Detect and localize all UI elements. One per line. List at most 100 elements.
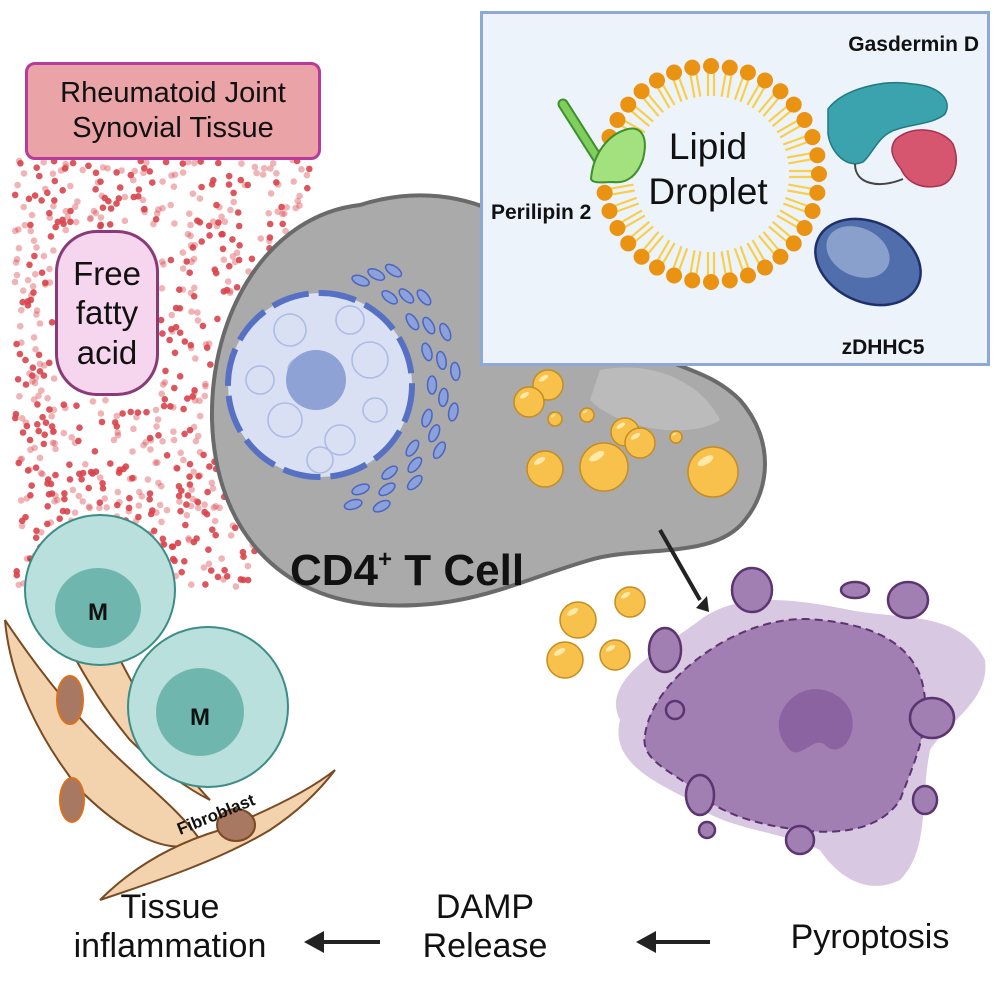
fatty-acid-dot [15, 581, 22, 589]
fatty-acid-dot [127, 171, 135, 179]
fatty-acid-dot [60, 401, 68, 409]
fatty-acid-dot [61, 165, 69, 172]
fatty-acid-dot [221, 566, 228, 574]
fatty-acid-dot [187, 232, 194, 240]
chromatin [245, 305, 389, 474]
fatty-acid-dot [281, 210, 288, 217]
fatty-acid-dot [279, 220, 287, 228]
fatty-acid-dot [135, 513, 142, 521]
fatty-acid-dot [92, 169, 100, 177]
fatty-acid-dot [28, 211, 36, 219]
fatty-acid-dot [273, 170, 280, 177]
fatty-acid-dot [59, 187, 66, 194]
fatty-acid-dot [179, 249, 187, 256]
er-segment [428, 424, 441, 443]
lipid-droplet [546, 641, 584, 679]
fatty-acid-dot [190, 468, 197, 476]
fatty-acid-dot [34, 401, 41, 408]
fatty-acid-dot [96, 504, 103, 512]
fatty-acid-dot [76, 424, 83, 432]
synovial-line-2: Synovial Tissue [72, 112, 274, 144]
fatty-acid-dot [175, 492, 183, 500]
fatty-acid-dot [144, 476, 152, 483]
fatty-acid-dot [75, 437, 82, 445]
fatty-acid-dot [245, 268, 252, 275]
fatty-acid-dot [51, 440, 58, 447]
fatty-acid-dot [220, 256, 228, 264]
fatty-acid-dot [40, 158, 47, 166]
fatty-acid-dot [229, 253, 237, 260]
fatty-acid-dot [171, 557, 178, 565]
fatty-acid-dot [146, 490, 154, 497]
fatty-acid-dot [51, 177, 59, 185]
fatty-acid-dot [227, 206, 234, 214]
macrophage-label-2: M [190, 704, 210, 731]
fatty-acid-dot [152, 459, 159, 467]
fatty-acid-dot [160, 261, 167, 268]
fatty-acid-dot [195, 472, 202, 480]
fatty-acid-dot [170, 183, 178, 190]
macrophage-label-1: M [88, 599, 108, 626]
fatty-acid-dot [214, 315, 221, 323]
fatty-acid-dot [102, 396, 109, 404]
fatty-acid-dot [189, 495, 196, 503]
fatty-acid-dot [176, 305, 184, 312]
fatty-acid-dot [192, 437, 200, 445]
fatty-acid-dot [186, 473, 193, 481]
fatty-acid-dot [170, 404, 177, 411]
perilipin-2-label: Perilipin 2 [491, 201, 591, 224]
fatty-acid-dot [61, 490, 68, 497]
fatty-acid-dot [282, 227, 289, 235]
droplet-highlight [589, 450, 605, 462]
fatty-acid-dot [188, 308, 195, 316]
flow-arrow-1 [636, 931, 710, 953]
fatty-acid-dot [30, 334, 38, 341]
fatty-acid-dot [13, 271, 21, 279]
fatty-acid-dot [169, 328, 176, 335]
fatty-acid-dot [136, 488, 143, 496]
fatty-acid-dot [278, 203, 285, 211]
lipid-head [739, 64, 756, 81]
fatty-acid-dot [265, 210, 273, 217]
fatty-acid-dot [135, 502, 143, 509]
fatty-acid-dot [106, 221, 114, 228]
fatty-acid-dot [183, 258, 190, 265]
fatty-acid-dot [221, 218, 229, 225]
fatty-acid-dot [110, 436, 118, 444]
fatty-acid-dot [86, 504, 93, 512]
flow-step-pyroptosis: Pyroptosis [760, 918, 980, 957]
fatty-acid-dot [19, 429, 27, 436]
fatty-acid-dot [220, 576, 227, 583]
fatty-acid-dot [139, 196, 147, 204]
fatty-acid-dot [160, 402, 168, 410]
fatty-acid-dot [19, 298, 27, 306]
fatty-acid-dot [78, 476, 85, 483]
free-fatty-acid-label: Free fatty acid [55, 230, 159, 396]
fatty-acid-dot [33, 527, 40, 535]
fatty-acid-dot [119, 410, 126, 417]
fatty-acid-dot [159, 438, 166, 445]
fatty-acid-dot [196, 449, 204, 456]
fatty-acid-dot [212, 503, 220, 510]
fatty-acid-dot [37, 469, 45, 477]
arrow-head-icon [696, 596, 709, 612]
fatty-acid-dot [67, 182, 74, 190]
fatty-acid-dot [23, 422, 31, 430]
fatty-acid-dot [212, 531, 219, 539]
droplet-highlight [538, 374, 549, 382]
endoplasmic-reticulum [343, 263, 461, 513]
fatty-acid-dot [75, 492, 83, 500]
fatty-acid-dot [219, 245, 227, 253]
fatty-acid-dot [204, 488, 211, 496]
fatty-acid-dot [184, 492, 192, 499]
fatty-acid-dot [52, 445, 59, 453]
fatty-acid-dot [180, 456, 187, 464]
fatty-acid-dot [216, 504, 223, 512]
fatty-acid-dot [179, 169, 187, 176]
fatty-acid-dot [42, 281, 49, 288]
fatty-acid-dot [14, 181, 21, 189]
fatty-acid-dot [24, 276, 32, 284]
fatty-acid-dot [207, 567, 215, 574]
fatty-acid-dot [159, 178, 166, 185]
er-segment [421, 408, 433, 428]
